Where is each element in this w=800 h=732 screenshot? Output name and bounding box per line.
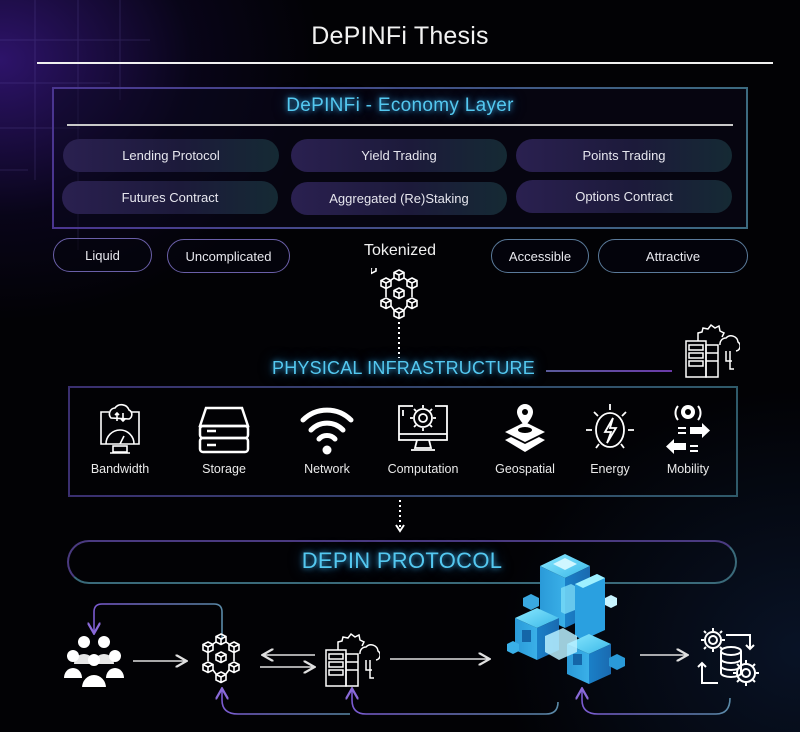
infra-label: Geospatial (495, 462, 555, 476)
infra-network: Network (277, 400, 377, 476)
dotted-arrow-down (395, 500, 405, 533)
storage-icon (198, 406, 250, 454)
physical-infrastructure-panel (68, 386, 738, 497)
mobility-icon (666, 405, 710, 454)
economy-item-options-contract: Options Contract (516, 180, 732, 213)
infra-mobility: Mobility (638, 400, 738, 476)
title-divider (37, 62, 773, 64)
economy-item-aggregated-restaking: Aggregated (Re)Staking (291, 182, 507, 215)
infra-geospatial: Geospatial (475, 400, 575, 476)
infra-computation: Computation (373, 400, 473, 476)
infra-bandwidth: Bandwidth (70, 400, 170, 476)
infra-label: Network (304, 462, 350, 476)
dotted-connector (398, 322, 400, 358)
data-gears-icon (697, 628, 759, 686)
depin-protocol-panel (67, 540, 737, 584)
blockchain-icon (371, 268, 418, 320)
attribute-tokenized: Tokenized (363, 242, 437, 259)
attribute-liquid: Liquid (53, 238, 152, 272)
economy-layer-title: DePINFi - Economy Layer (286, 95, 514, 116)
infra-storage: Storage (174, 400, 274, 476)
page-title: DePINFi Thesis (311, 22, 489, 50)
flow-blockchain-icon (202, 633, 240, 684)
physical-infrastructure-title: PHYSICAL INFRASTRUCTURE (272, 358, 535, 378)
attribute-uncomplicated: Uncomplicated (167, 239, 290, 273)
energy-icon (586, 404, 634, 449)
physical-infrastructure-line (546, 370, 672, 372)
server-cloud-icon (685, 323, 740, 378)
computation-icon (398, 405, 448, 451)
infra-label: Storage (202, 462, 246, 476)
economy-item-points-trading: Points Trading (516, 139, 732, 172)
infra-label: Mobility (666, 462, 710, 476)
flow-server-cloud-icon (325, 632, 380, 687)
infra-label: Energy (590, 462, 630, 476)
wifi-icon (300, 407, 354, 455)
infra-energy: Energy (560, 400, 660, 476)
geospatial-icon (505, 404, 545, 452)
users-icon (64, 636, 124, 689)
economy-item-futures-contract: Futures Contract (62, 181, 278, 214)
bandwidth-icon (100, 403, 140, 454)
economy-item-yield-trading: Yield Trading (291, 139, 507, 172)
attribute-attractive: Attractive (598, 239, 748, 273)
depin-cubes-graphic (507, 554, 625, 684)
infra-label: Computation (387, 462, 459, 476)
attribute-accessible: Accessible (491, 239, 589, 273)
depin-protocol-title: DEPIN PROTOCOL (301, 548, 503, 573)
infra-label: Bandwidth (90, 462, 150, 476)
economy-item-lending-protocol: Lending Protocol (63, 139, 279, 172)
economy-layer-divider (67, 124, 733, 126)
flow-connectors (0, 603, 731, 715)
